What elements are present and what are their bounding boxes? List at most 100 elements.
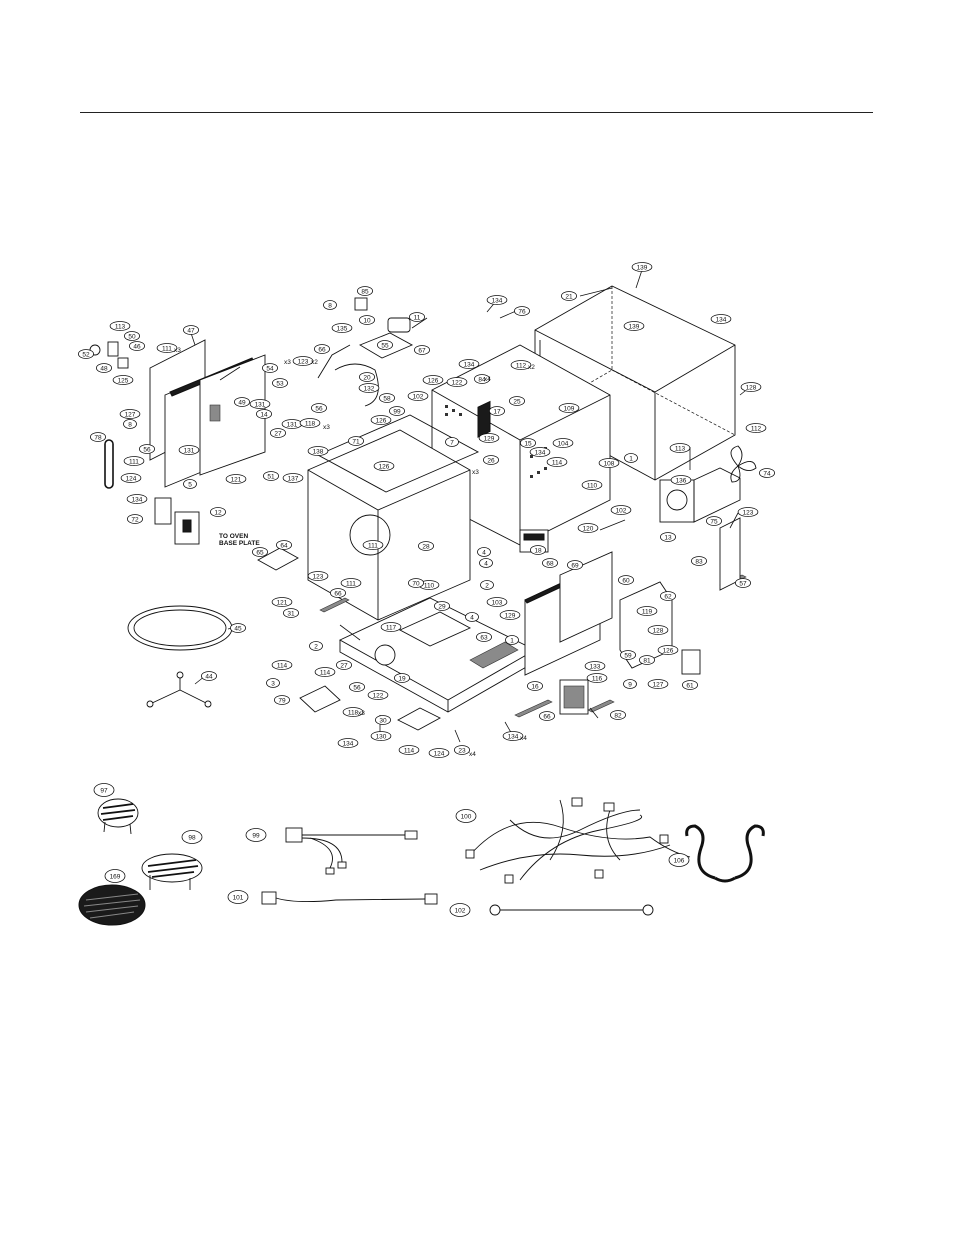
callout-label: 16 bbox=[531, 683, 539, 690]
callout-114: 114 bbox=[271, 660, 293, 670]
callout-bubble bbox=[413, 345, 430, 355]
callout-bubble bbox=[620, 650, 637, 660]
callout-118: 118 bbox=[299, 418, 321, 428]
callout-bubble bbox=[119, 409, 141, 419]
callout-133: 133 bbox=[584, 661, 606, 671]
callout-bubble bbox=[398, 745, 420, 755]
callout-label: 56 bbox=[143, 446, 151, 453]
callout-75: 75 bbox=[706, 516, 723, 526]
callout-114: 114 bbox=[546, 457, 568, 467]
callout-bubble bbox=[706, 516, 723, 526]
callout-bubble bbox=[255, 409, 272, 419]
callout-132: 132 bbox=[358, 383, 380, 393]
callout-84: 84 bbox=[473, 374, 490, 384]
callout-label: 10 bbox=[363, 317, 371, 324]
callout-label: 102 bbox=[413, 393, 424, 400]
callout-bubble bbox=[407, 391, 429, 401]
quantity-multiplier: x4 bbox=[484, 376, 491, 383]
callout-bubble bbox=[514, 306, 531, 316]
callout-4: 4 bbox=[477, 547, 491, 557]
callout-label: 134 bbox=[464, 361, 475, 368]
callout-label: 4 bbox=[470, 614, 474, 621]
callout-47: 47 bbox=[182, 325, 199, 335]
callout-label: 121 bbox=[277, 599, 288, 606]
callout-label: 129 bbox=[505, 612, 516, 619]
callout-label: 122 bbox=[373, 692, 384, 699]
callout-label: 27 bbox=[274, 430, 282, 437]
callout-label: 134 bbox=[508, 733, 519, 740]
callout-112: 112 bbox=[745, 423, 767, 433]
callout-bubble bbox=[126, 494, 148, 504]
callout-label: 137 bbox=[288, 475, 299, 482]
callout-bubble bbox=[370, 415, 392, 425]
callout-139: 139 bbox=[631, 262, 653, 272]
callout-bubble bbox=[486, 597, 508, 607]
callout-label: 100 bbox=[461, 813, 472, 820]
callout-label: 15 bbox=[524, 440, 532, 447]
callout-121: 121 bbox=[271, 597, 293, 607]
callout-label: 81 bbox=[643, 657, 651, 664]
callout-62: 62 bbox=[660, 591, 677, 601]
callout-bubble bbox=[486, 295, 508, 305]
callout-108: 108 bbox=[598, 458, 620, 468]
callout-110: 110 bbox=[581, 480, 603, 490]
callout-131: 131 bbox=[281, 419, 303, 429]
callout-56: 56 bbox=[310, 403, 327, 413]
turntable-tray bbox=[127, 605, 233, 651]
callout-bubble bbox=[453, 745, 470, 755]
callout-label: 119 bbox=[642, 608, 653, 615]
inner-door-frame bbox=[524, 551, 613, 676]
callout-82: 82 bbox=[610, 710, 627, 720]
callout-label: 134 bbox=[535, 449, 546, 456]
callout-label: 52 bbox=[82, 351, 90, 358]
callout-123: 123 bbox=[737, 507, 759, 517]
callout-28: 28 bbox=[417, 541, 434, 551]
callout-134: 134 bbox=[126, 494, 148, 504]
callout-label: 98 bbox=[188, 834, 196, 841]
callout-130: 130 bbox=[370, 731, 392, 741]
callout-11: 11 bbox=[408, 312, 425, 322]
callout-bubble bbox=[370, 731, 392, 741]
callout-label: 131 bbox=[287, 421, 298, 428]
callout-label: 30 bbox=[379, 717, 387, 724]
callout-label: 59 bbox=[624, 652, 632, 659]
callout-4: 4 bbox=[479, 558, 493, 568]
callout-bubble bbox=[623, 321, 645, 331]
callout-label: 83 bbox=[695, 558, 703, 565]
callout-bubble bbox=[313, 344, 330, 354]
callout-bubble bbox=[529, 447, 551, 457]
callout-label: 7 bbox=[450, 439, 454, 446]
callout-label: 123 bbox=[743, 509, 754, 516]
callout-label: 139 bbox=[629, 323, 640, 330]
callout-bubble bbox=[123, 456, 145, 466]
callout-29: 29 bbox=[433, 601, 450, 611]
fan-motor bbox=[659, 467, 741, 523]
callout-bubble bbox=[93, 783, 115, 797]
callout-bubble bbox=[314, 667, 336, 677]
callout-bubble bbox=[428, 748, 450, 758]
callout-113: 113 bbox=[109, 321, 131, 331]
callout-label: 4 bbox=[484, 560, 488, 567]
callout-bubble bbox=[156, 343, 178, 353]
callout-bubble bbox=[477, 547, 491, 557]
callout-bubble bbox=[127, 514, 144, 524]
callout-bubble bbox=[78, 349, 95, 359]
callout-114: 114 bbox=[398, 745, 420, 755]
callout-label: 112 bbox=[751, 425, 762, 432]
callout-bubble bbox=[422, 375, 444, 385]
callout-label: 122 bbox=[452, 379, 463, 386]
callout-label: 102 bbox=[616, 507, 627, 514]
callout-bubble bbox=[478, 433, 500, 443]
callout-bubble bbox=[307, 446, 329, 456]
callout-122: 122 bbox=[367, 690, 389, 700]
callout-label: 132 bbox=[364, 385, 375, 392]
callout-bubble bbox=[624, 453, 638, 463]
callout-bubble bbox=[482, 455, 499, 465]
side-bracket bbox=[719, 517, 741, 591]
callout-63: 63 bbox=[475, 632, 492, 642]
callout-label: 78 bbox=[94, 434, 102, 441]
callout-bubble bbox=[449, 903, 471, 917]
callout-label: 58 bbox=[383, 395, 391, 402]
callout-bubble bbox=[347, 436, 364, 446]
